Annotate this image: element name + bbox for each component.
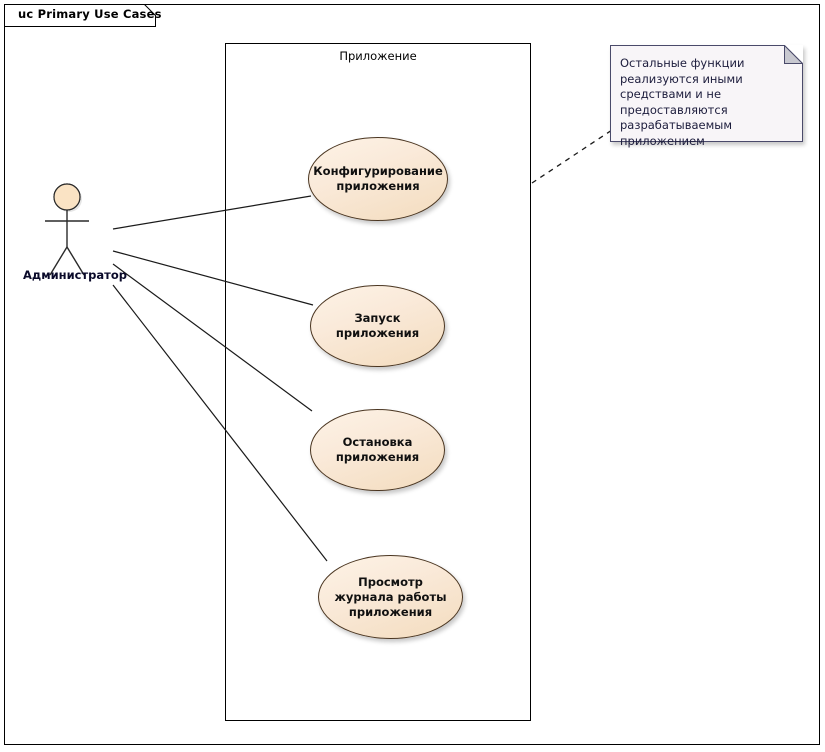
note-box[interactable]: Остальные функции реализуются иными сред… [610,45,803,148]
association-line-configure [112,195,312,230]
usecase-stop-label: Остановка приложения [335,435,420,464]
usecase-configure-label: Конфигурирование приложения [313,164,443,193]
usecase-start-label: Запуск приложения [335,311,420,340]
stick-figure-actor-icon [45,183,89,276]
actor-administrator[interactable] [42,180,122,290]
frame-tab-shape [4,4,156,27]
actor-label: Администратор [23,268,127,282]
system-boundary [225,43,531,721]
note-shape [610,45,803,142]
note-text: Остальные функции реализуются иными сред… [620,56,745,148]
usecase-start[interactable]: Запуск приложения [310,285,445,367]
association-line-stop [112,263,313,412]
usecase-stop[interactable]: Остановка приложения [310,409,445,491]
system-boundary-label: Приложение [339,49,417,63]
association-line-view-log [112,284,328,562]
usecase-view-log[interactable]: Просмотр журнала работы приложения [318,555,463,639]
usecase-view-log-label: Просмотр журнала работы приложения [334,574,447,619]
association-line-start [112,250,314,306]
diagram-frame-tab: uc Primary Use Cases [4,4,161,27]
diagram-title: uc Primary Use Cases [18,7,162,21]
usecase-configure[interactable]: Конфигурирование приложения [308,137,448,221]
